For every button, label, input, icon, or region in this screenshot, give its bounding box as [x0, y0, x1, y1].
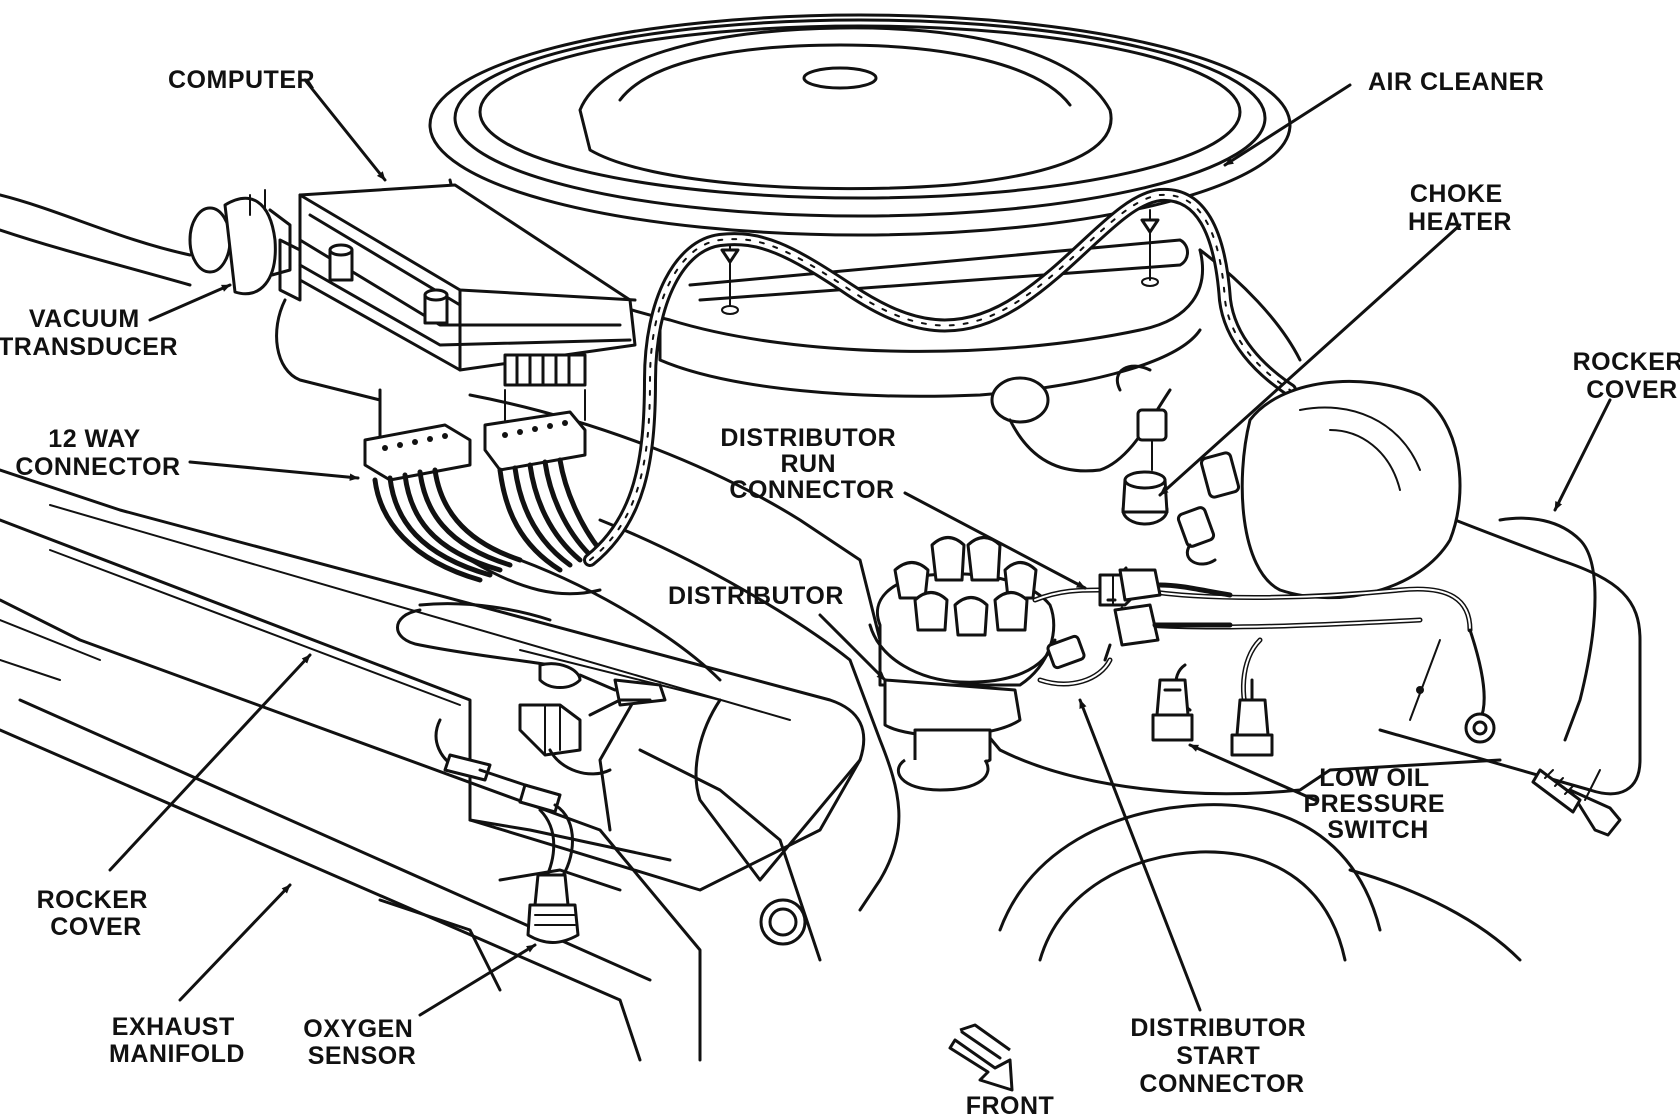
front-arrow-icon [948, 1023, 1014, 1092]
oxygen-sensor-wiring [396, 602, 667, 944]
rocker-cover-left-body [0, 468, 866, 1062]
label-rocker-cover-right: ROCKER COVER [1573, 348, 1680, 404]
label-air-cleaner: AIR CLEANER [1368, 68, 1544, 96]
label-exhaust-manifold: EXHAUST MANIFOLD [109, 1013, 245, 1068]
label-front: FRONT [966, 1092, 1055, 1120]
low-oil-pressure-switch [1151, 663, 1274, 757]
vacuum-transducer [0, 189, 292, 296]
label-distributor-run-connector: DISTRIBUTOR RUN CONNECTOR [720, 424, 903, 504]
air-cleaner [428, 13, 1302, 398]
labels: COMPUTER AIR CLEANER CHOKE HEATER ROCKER… [0, 66, 1680, 1120]
main-wiring-harness [468, 187, 1297, 596]
middle-connectors [1106, 568, 1233, 647]
distributor-assembly [868, 536, 1057, 792]
label-distributor: DISTRIBUTOR [668, 582, 844, 610]
label-computer: COMPUTER [168, 66, 315, 94]
label-distributor-start-connector: DISTRIBUTOR START CONNECTOR [1130, 1014, 1313, 1098]
label-rocker-cover-left: ROCKER COVER [37, 886, 156, 941]
label-vacuum-transducer: VACUUM TRANSDUCER [0, 305, 178, 361]
label-low-oil-pressure-switch: LOW OIL PRESSURE SWITCH [1304, 764, 1453, 844]
twelve-way-connectors [363, 410, 603, 583]
label-choke-heater: CHOKE HEATER [1408, 180, 1512, 236]
choke-heater-assembly [990, 364, 1462, 600]
distributor-start-connector [1037, 634, 1113, 687]
label-oxygen-sensor: OXYGEN SENSOR [303, 1015, 420, 1070]
label-12-way-connector: 12 WAY CONNECTOR [15, 425, 180, 481]
rocker-wiring [1137, 586, 1622, 837]
computer-pins [503, 353, 587, 421]
computer-module [275, 183, 637, 442]
leader-lines [108, 78, 1612, 1017]
